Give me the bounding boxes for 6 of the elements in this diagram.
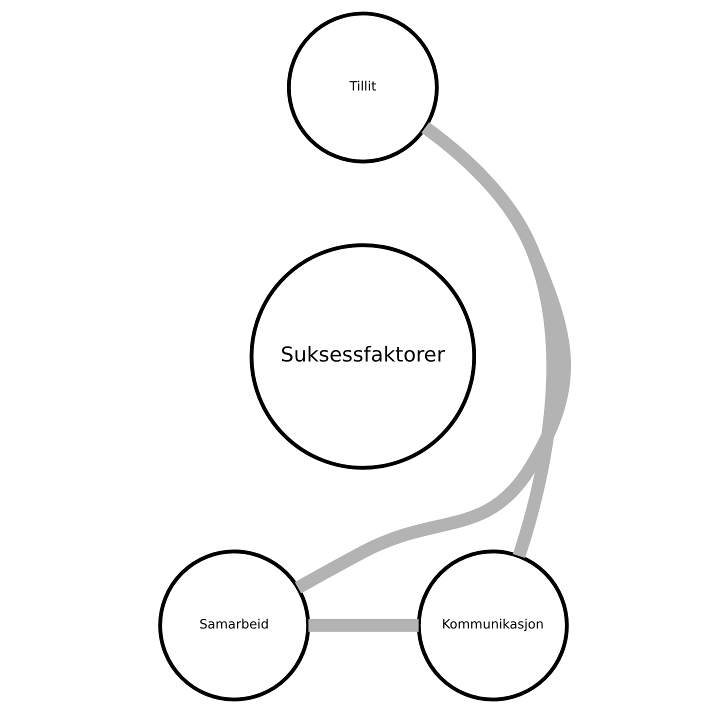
connector: [308, 619, 418, 632]
connector: [294, 122, 570, 594]
node-circle: Tillit: [286, 12, 438, 164]
node-circle: Kommunikasjon: [416, 550, 568, 702]
node-circle: Samarbeid: [158, 550, 310, 702]
node-circle: Suksessfaktorer: [249, 243, 476, 470]
